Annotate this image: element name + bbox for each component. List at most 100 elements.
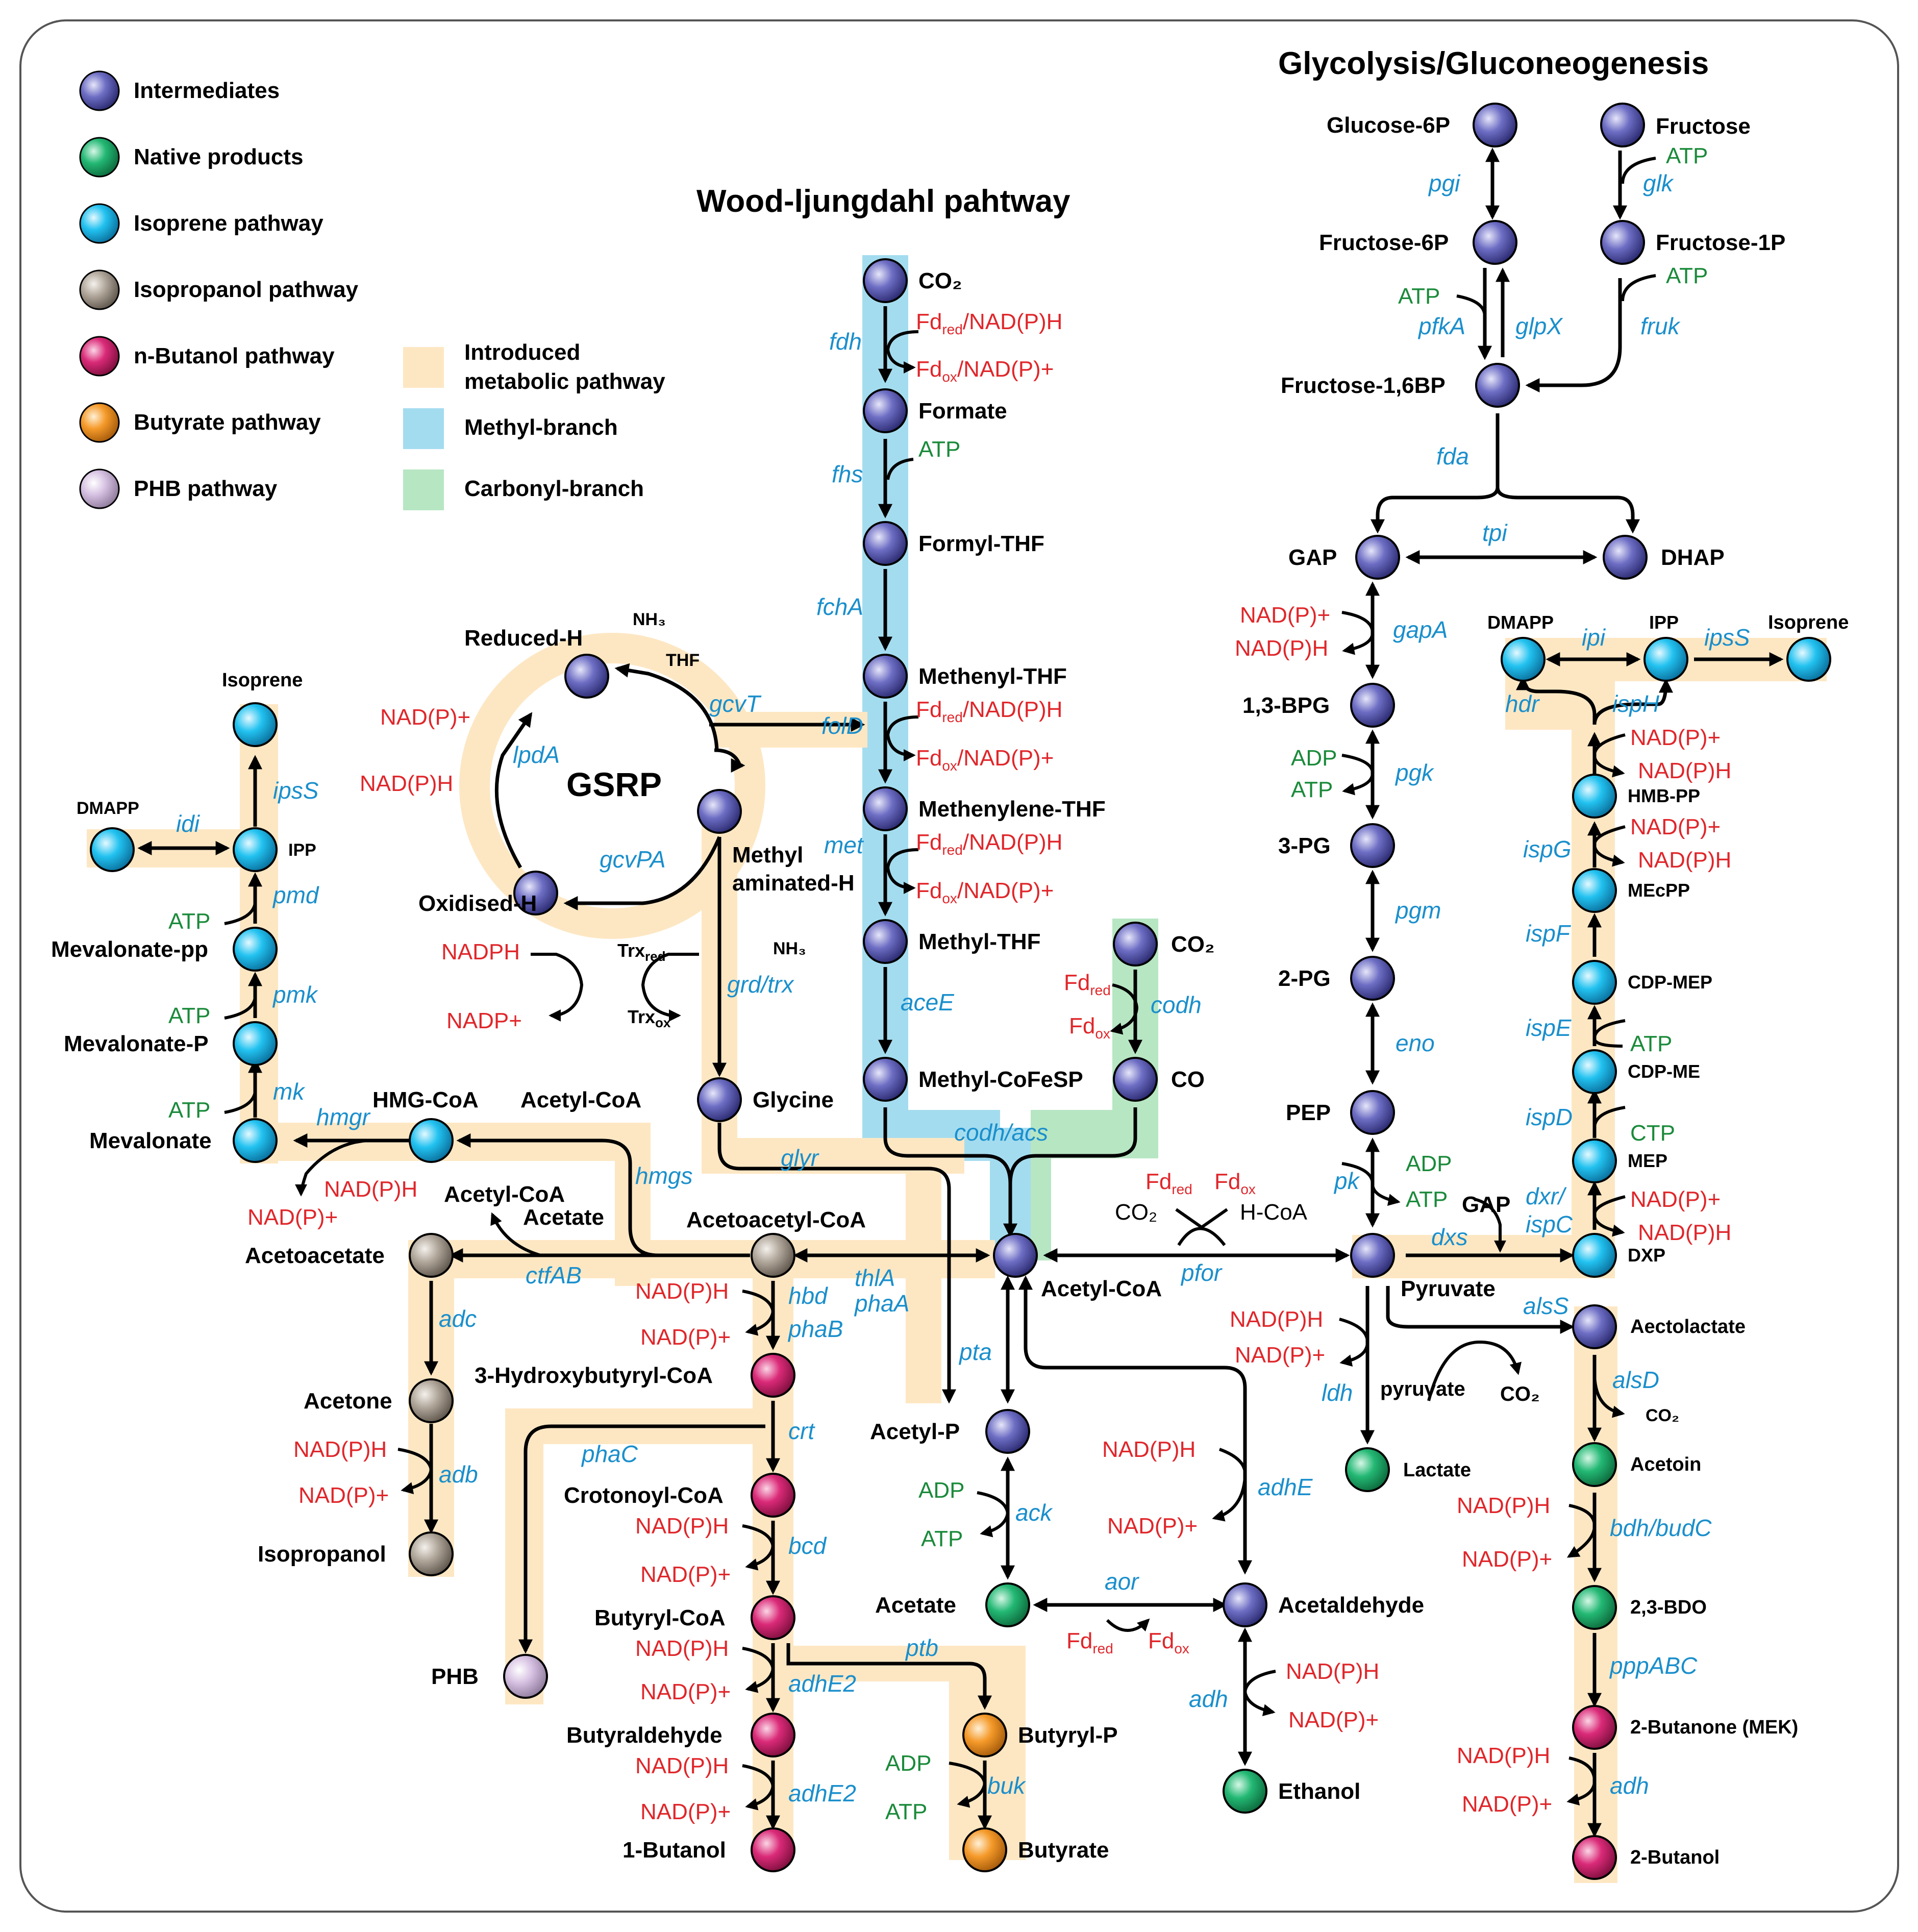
node-co[interactable] xyxy=(1113,1057,1158,1102)
node-ethanol[interactable] xyxy=(1223,1769,1267,1814)
node-reduced-h[interactable] xyxy=(564,654,609,699)
node-methyl-aminated-h[interactable] xyxy=(697,789,742,834)
enzyme-ipsS-right: ipsS xyxy=(1704,624,1750,651)
node-phb[interactable] xyxy=(503,1654,548,1699)
cofactor-atp-pmk: ATP xyxy=(168,1003,210,1028)
node-isoprene-left[interactable] xyxy=(233,702,278,747)
label-ethanol: Ethanol xyxy=(1278,1779,1360,1804)
enzyme-fda: fda xyxy=(1436,443,1469,469)
node-co2-wood[interactable] xyxy=(863,258,908,303)
node-dhap[interactable] xyxy=(1603,535,1648,580)
node-2-pg[interactable] xyxy=(1350,956,1395,1001)
curve xyxy=(1106,1618,1150,1632)
node-acetaldehyde[interactable] xyxy=(1223,1582,1267,1627)
label-methyl-aminated-1: Methyl xyxy=(732,843,803,868)
arrow xyxy=(1371,413,1500,534)
node-fructose-6p[interactable] xyxy=(1473,220,1517,265)
node-formyl-thf[interactable] xyxy=(863,521,908,566)
node-acetoin[interactable] xyxy=(1572,1442,1617,1487)
node-acetone[interactable] xyxy=(409,1378,454,1423)
legend-label: Methyl-branch xyxy=(464,415,618,440)
node-oxidised-h[interactable] xyxy=(513,871,558,915)
node-mevalonate-pp[interactable] xyxy=(233,927,278,972)
node-2-butanol[interactable] xyxy=(1572,1835,1617,1880)
node-mevalonate-p[interactable] xyxy=(233,1021,278,1066)
node-co2-carbonyl[interactable] xyxy=(1113,922,1158,967)
node-dmapp-left[interactable] xyxy=(90,827,135,872)
cofactor-fd-red: Fdred/NAD(P)H xyxy=(916,309,1062,337)
node-acetate-native[interactable] xyxy=(985,1582,1030,1627)
node-hmg-coa[interactable] xyxy=(409,1118,454,1163)
label-methenyl-thf: Methenyl-THF xyxy=(918,664,1067,689)
label-acetone: Acetone xyxy=(304,1389,392,1414)
node-23-bdo[interactable] xyxy=(1572,1585,1617,1630)
label-butyryl-coa: Butyryl-CoA xyxy=(594,1605,726,1630)
node-dmapp-right[interactable] xyxy=(1501,637,1546,682)
node-ipp-left[interactable] xyxy=(233,827,278,872)
curve xyxy=(742,1290,775,1336)
node-ipp-right[interactable] xyxy=(1643,637,1688,682)
acetoacetyl-band-h xyxy=(408,1240,995,1278)
node-pyruvate[interactable] xyxy=(1350,1233,1395,1278)
node-crotonoyl-coa[interactable] xyxy=(751,1473,795,1518)
curve xyxy=(886,458,914,480)
node-acetyl-p[interactable] xyxy=(985,1409,1030,1454)
cofactor-fd-ox-pfor: Fdox xyxy=(1214,1169,1256,1197)
node-2-butanone[interactable] xyxy=(1572,1705,1617,1750)
node-methyl-cofesp[interactable] xyxy=(863,1057,908,1102)
node-isoprene-right[interactable] xyxy=(1786,637,1831,682)
node-mep[interactable] xyxy=(1572,1138,1617,1183)
node-acetyl-coa[interactable] xyxy=(993,1233,1038,1278)
enzyme-idi: idi xyxy=(176,810,201,837)
node-lactate[interactable] xyxy=(1345,1447,1390,1492)
node-dxp[interactable] xyxy=(1572,1233,1617,1278)
cofactor-acetyl-coa-ctf: Acetyl-CoA xyxy=(444,1182,565,1207)
cofactor-fd-ox-codh: Fdox xyxy=(1069,1013,1110,1042)
node-fructose[interactable] xyxy=(1600,103,1645,147)
node-acetoacetyl-coa[interactable] xyxy=(751,1233,795,1278)
node-glucose-6p[interactable] xyxy=(1473,103,1517,147)
node-butyryl-coa[interactable] xyxy=(751,1595,795,1640)
cofactor-atp-glk: ATP xyxy=(1666,143,1708,168)
label-acetoacetyl-coa: Acetoacetyl-CoA xyxy=(686,1207,866,1232)
node-13-bpg[interactable] xyxy=(1350,683,1395,728)
node-acetoacetate[interactable] xyxy=(409,1233,454,1278)
enzyme-ptb: ptb xyxy=(905,1634,938,1661)
cofactor-ctp-ispd: CTP xyxy=(1630,1121,1675,1146)
node-3-hydroxybutyryl-coa[interactable] xyxy=(751,1353,795,1398)
legend-swatch-phb xyxy=(79,468,120,509)
curve xyxy=(1566,1504,1597,1558)
cofactor-nadp-plus-adh-r: NAD(P)+ xyxy=(1462,1792,1552,1817)
enzyme-thlA: thlA xyxy=(855,1265,895,1291)
node-methenylene-thf[interactable] xyxy=(863,786,908,831)
node-1-butanol[interactable] xyxy=(751,1827,795,1872)
node-cdp-mep[interactable] xyxy=(1572,960,1617,1005)
cofactor-nadph-bcd: NAD(P)H xyxy=(635,1514,729,1539)
glycolysis-title: Glycolysis/Gluconeogenesis xyxy=(1278,46,1709,81)
node-butyryl-p[interactable] xyxy=(962,1713,1007,1757)
node-formate[interactable] xyxy=(863,388,908,433)
enzyme-adhE2-1: adhE2 xyxy=(788,1670,856,1697)
node-mevalonate[interactable] xyxy=(233,1118,278,1163)
cofactor-nadp-plus-adb: NAD(P)+ xyxy=(298,1483,389,1508)
node-butyrate[interactable] xyxy=(962,1827,1007,1872)
enzyme-glk: glk xyxy=(1643,170,1674,196)
node-glycine[interactable] xyxy=(697,1077,742,1122)
node-butyraldehyde[interactable] xyxy=(751,1713,795,1757)
node-acetolactate[interactable] xyxy=(1572,1304,1617,1349)
node-cdp-me[interactable] xyxy=(1572,1049,1617,1094)
node-methenyl-thf[interactable] xyxy=(863,654,908,699)
node-pep[interactable] xyxy=(1350,1090,1395,1135)
node-fructose-1p[interactable] xyxy=(1600,220,1645,265)
curve xyxy=(224,903,257,925)
node-3-pg[interactable] xyxy=(1350,823,1395,868)
node-fructose-16bp[interactable] xyxy=(1475,363,1520,408)
node-methyl-thf[interactable] xyxy=(863,919,908,964)
node-mecpp[interactable] xyxy=(1572,868,1617,913)
node-isopropanol[interactable] xyxy=(409,1531,454,1576)
node-hmb-pp[interactable] xyxy=(1572,774,1617,819)
node-gap[interactable] xyxy=(1355,535,1400,580)
cofactor-atp-pgk: ATP xyxy=(1291,777,1333,802)
nodes xyxy=(90,103,1831,1880)
